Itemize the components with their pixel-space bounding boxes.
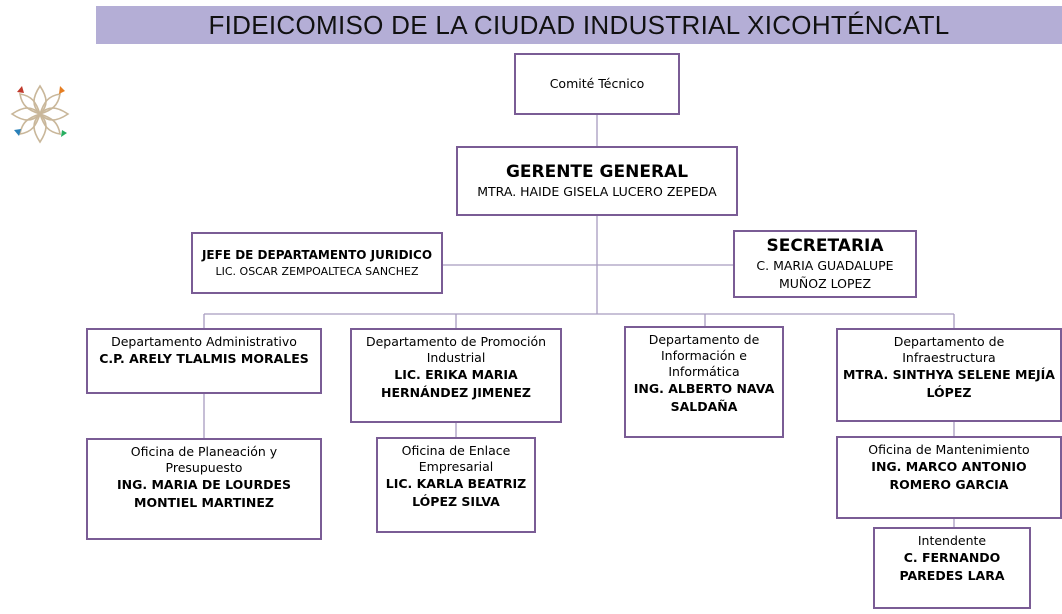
- mantenimiento-title: Oficina de Mantenimiento: [868, 442, 1030, 457]
- infraestructura-name-line1: MTRA. SINTHYA SELENE MEJÍA: [843, 367, 1055, 382]
- secretaria-name-line2: MUÑOZ LOPEZ: [778, 276, 872, 291]
- gerente-general-box: GERENTE GENERAL MTRA. HAIDE GISELA LUCER…: [456, 146, 738, 216]
- informacion-name-line1: ING. ALBERTO NAVA: [633, 381, 775, 396]
- comite-tecnico-box: Comité Técnico: [514, 53, 680, 115]
- mantenimiento-name-line1: ING. MARCO ANTONIO: [871, 459, 1027, 474]
- promocion-name-line1: LIC. ERIKA MARIA: [394, 367, 518, 382]
- gerente-general-title: GERENTE GENERAL: [505, 162, 689, 182]
- oficina-mantenimiento-box: Oficina de Mantenimiento ING. MARCO ANTO…: [836, 436, 1062, 519]
- juridico-box: JEFE DE DEPARTAMENTO JURIDICO LIC. OSCAR…: [191, 232, 443, 294]
- administrativo-name: C.P. ARELY TLALMIS MORALES: [99, 351, 309, 366]
- secretaria-box: SECRETARIA C. MARIA GUADALUPE MUÑOZ LOPE…: [733, 230, 917, 298]
- informacion-title-line3: Informática: [668, 364, 740, 379]
- informacion-title-line1: Departamento de: [648, 332, 760, 347]
- oficina-enlace-box: Oficina de Enlace Empresarial LIC. KARLA…: [376, 437, 536, 533]
- promocion-title-line2: Industrial: [426, 350, 486, 365]
- juridico-title: JEFE DE DEPARTAMENTO JURIDICO: [201, 248, 433, 262]
- infraestructura-name-line2: LÓPEZ: [926, 385, 972, 400]
- planeacion-name-line1: ING. MARIA DE LOURDES: [117, 477, 291, 492]
- informacion-title-line2: Información e: [661, 348, 747, 363]
- enlace-title-line1: Oficina de Enlace: [401, 443, 511, 458]
- planeacion-title-line2: Presupuesto: [165, 460, 243, 475]
- departamento-infraestructura-box: Departamento de Infraestructura MTRA. SI…: [836, 328, 1062, 422]
- intendente-name-line2: PAREDES LARA: [899, 568, 1005, 583]
- infraestructura-title-line2: Infraestructura: [902, 350, 996, 365]
- secretaria-name-line1: C. MARIA GUADALUPE: [756, 258, 894, 273]
- page-title: FIDEICOMISO DE LA CIUDAD INDUSTRIAL XICO…: [208, 9, 950, 40]
- planeacion-name-line2: MONTIEL MARTINEZ: [134, 495, 274, 510]
- intendente-title: Intendente: [917, 533, 987, 548]
- infraestructura-title-line1: Departamento de: [893, 334, 1005, 349]
- administrativo-title: Departamento Administrativo: [111, 334, 297, 349]
- informacion-name-line2: SALDAÑA: [670, 399, 738, 414]
- enlace-name-line2: LÓPEZ SILVA: [412, 494, 500, 509]
- departamento-informacion-box: Departamento de Información e Informátic…: [624, 326, 784, 438]
- planeacion-title-line1: Oficina de Planeación y: [130, 444, 278, 459]
- comite-tecnico-label: Comité Técnico: [549, 76, 645, 91]
- promocion-title-line1: Departamento de Promoción: [365, 334, 547, 349]
- intendente-name-line1: C. FERNANDO: [903, 550, 1001, 565]
- enlace-name-line1: LIC. KARLA BEATRIZ: [385, 476, 527, 491]
- secretaria-title: SECRETARIA: [766, 236, 884, 256]
- oficina-planeacion-box: Oficina de Planeación y Presupuesto ING.…: [86, 438, 322, 540]
- departamento-administrativo-box: Departamento Administrativo C.P. ARELY T…: [86, 328, 322, 394]
- gerente-general-name: MTRA. HAIDE GISELA LUCERO ZEPEDA: [477, 184, 717, 199]
- floral-emblem-icon: [10, 84, 70, 144]
- mantenimiento-name-line2: ROMERO GARCIA: [889, 477, 1009, 492]
- intendente-box: Intendente C. FERNANDO PAREDES LARA: [873, 527, 1031, 609]
- departamento-promocion-box: Departamento de Promoción Industrial LIC…: [350, 328, 562, 423]
- title-banner: FIDEICOMISO DE LA CIUDAD INDUSTRIAL XICO…: [96, 6, 1062, 44]
- enlace-title-line2: Empresarial: [418, 459, 494, 474]
- promocion-name-line2: HERNÁNDEZ JIMENEZ: [381, 385, 531, 400]
- juridico-name: LIC. OSCAR ZEMPOALTECA SANCHEZ: [215, 265, 419, 278]
